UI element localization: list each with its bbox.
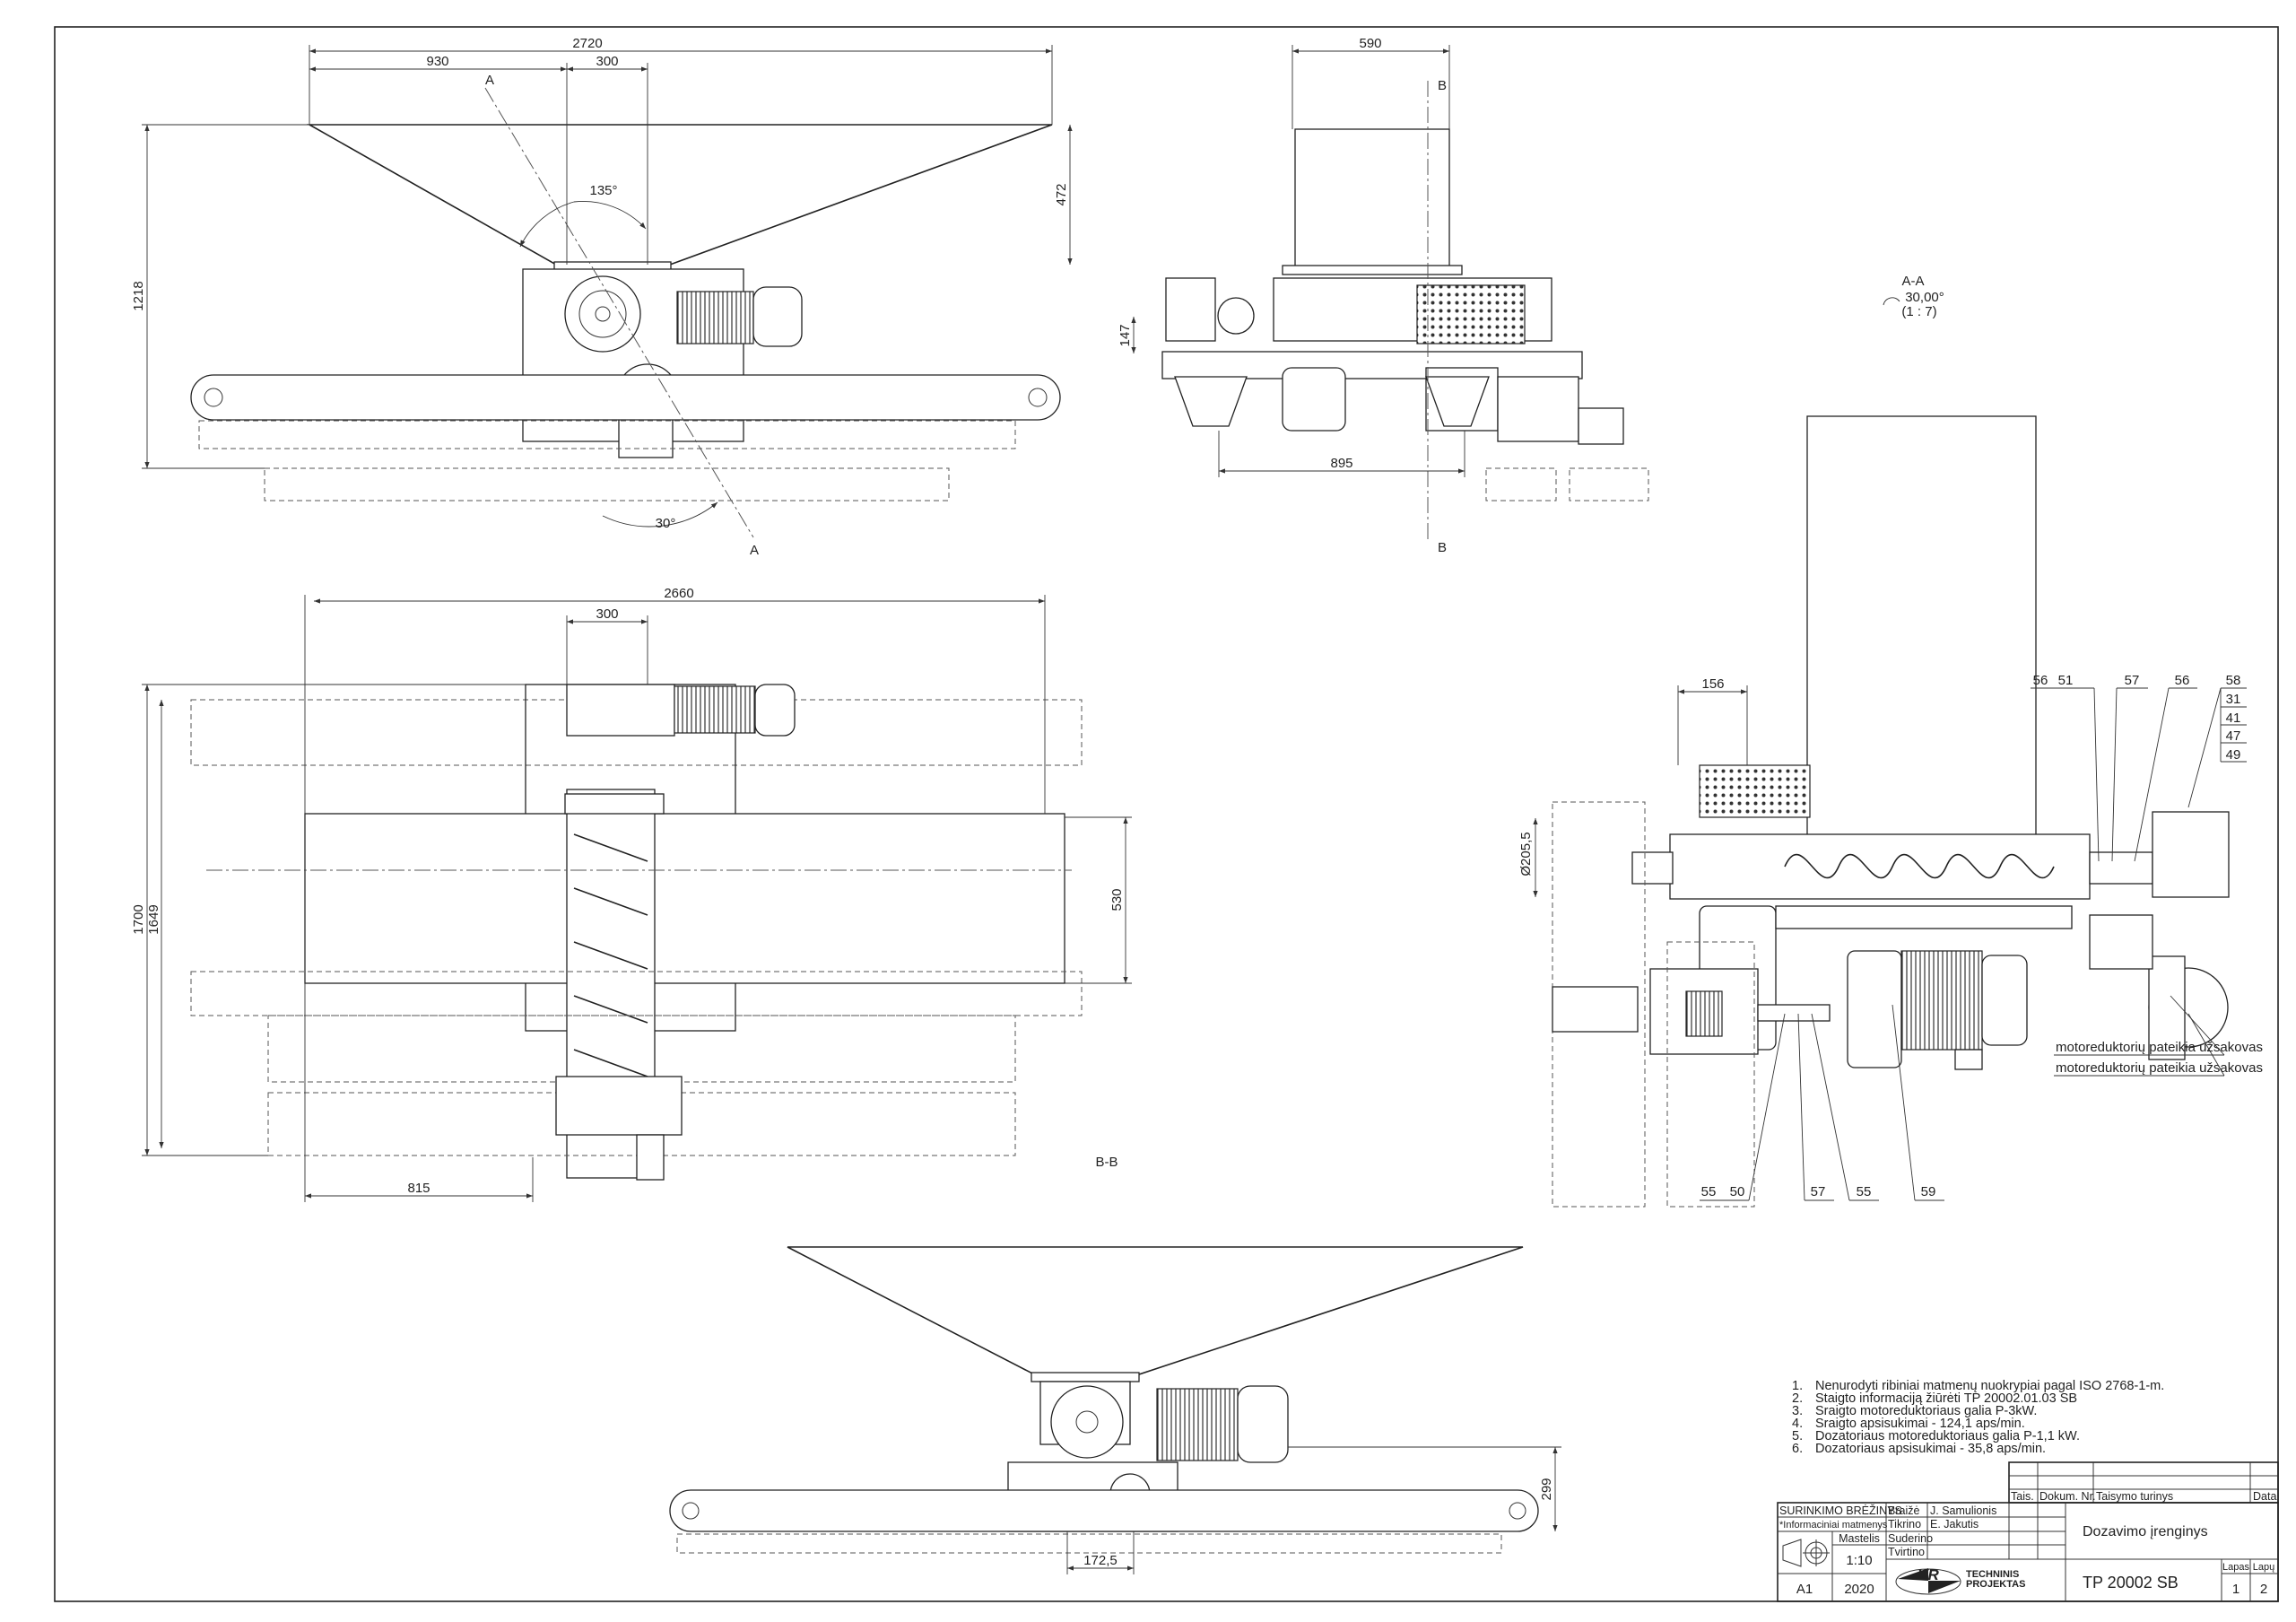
callout-57: 57 bbox=[2125, 673, 2140, 688]
dim-hopper-width: 590 bbox=[1359, 36, 1381, 51]
note-motor-supplied-by-customer: motoreduktorių pateikia užsakovas bbox=[2056, 1060, 2263, 1076]
person-checked: E. Jakutis bbox=[1930, 1518, 1979, 1530]
dim-box-depth: 530 bbox=[1109, 888, 1125, 911]
role-agreed: Suderino bbox=[1888, 1532, 1933, 1545]
callout-56: 56 bbox=[2175, 673, 2190, 688]
drawing-frame bbox=[54, 26, 2279, 1602]
note-number: 6. bbox=[1792, 1442, 1803, 1456]
dim-overall-length: 2660 bbox=[664, 586, 693, 601]
section-mark-b-bottom: B bbox=[1438, 540, 1447, 555]
role-drawn: Braižė bbox=[1888, 1504, 1919, 1517]
dim-height: 299 bbox=[1539, 1478, 1554, 1500]
callout-55: 55 bbox=[1701, 1184, 1717, 1199]
info-note: *Informaciniai matmenys bbox=[1779, 1520, 1888, 1530]
plan-view-bb: 2660 300 530 1700 1649 815 B-B bbox=[131, 586, 1132, 1202]
person-drawn: J. Samulionis bbox=[1930, 1504, 1996, 1517]
note-text: Sraigto apsisukimai - 124,1 aps/min. bbox=[1815, 1417, 2025, 1431]
callout-47: 47 bbox=[2226, 728, 2241, 744]
sheet-format: A1 bbox=[1796, 1582, 1813, 1597]
role-checked: Tikrino bbox=[1888, 1518, 1921, 1530]
callout-56: 56 bbox=[2033, 673, 2048, 688]
dim-shaft-height: 147 bbox=[1118, 324, 1133, 346]
section-aa-scale: (1 : 7) bbox=[1901, 304, 1936, 319]
callout-59: 59 bbox=[1921, 1184, 1936, 1199]
document-number: TP 20002 SB bbox=[2083, 1574, 2179, 1591]
projection-symbol-icon bbox=[1782, 1539, 1830, 1567]
dim-box-width: 156 bbox=[1701, 676, 1724, 692]
dim-overall-width: 2720 bbox=[572, 36, 602, 51]
angle-hopper: 135° bbox=[589, 183, 617, 198]
sheet-label: Lapas bbox=[2222, 1562, 2249, 1573]
callout-51: 51 bbox=[2058, 673, 2074, 688]
callout-55: 55 bbox=[1857, 1184, 1872, 1199]
section-aa-view: A-A 30,00° (1 : 7) 156 Ø205,5 bbox=[1518, 274, 2263, 1208]
note-text: Staigto informaciją žiūrėti TP 20002.01.… bbox=[1815, 1391, 2077, 1406]
callout-49: 49 bbox=[2226, 747, 2241, 763]
rev-header-dokum: Dokum. Nr. bbox=[2039, 1490, 2096, 1503]
company-name-line2: PROJEKTAS bbox=[1966, 1579, 2025, 1590]
section-mark-a-top: A bbox=[485, 73, 494, 88]
callout-31: 31 bbox=[2226, 692, 2241, 707]
front-view: 2720 930 300 472 1218 135° 30° A A bbox=[131, 36, 1073, 558]
note-number: 4. bbox=[1792, 1417, 1803, 1431]
bottom-front-view: 299 172,5 bbox=[669, 1246, 1561, 1574]
rev-header-data: Data bbox=[2253, 1490, 2276, 1503]
dim-inner-depth: 1649 bbox=[146, 904, 161, 934]
rev-header-turinys: Taisymo turinys bbox=[2096, 1490, 2173, 1503]
company-name-line1: TECHNINIS bbox=[1966, 1569, 2019, 1580]
logo-monogram: VR bbox=[1918, 1566, 1939, 1583]
note-text: Dozatoriaus motoreduktoriaus galia P-1,1… bbox=[1815, 1429, 2080, 1443]
drawing-title: Dozavimo įrenginys bbox=[2083, 1524, 2208, 1539]
note-number: 5. bbox=[1792, 1429, 1803, 1443]
scale-label: Mastelis bbox=[1839, 1532, 1880, 1545]
angle-section: 30° bbox=[656, 516, 676, 531]
general-notes: 1. Nenurodyti ribiniai matmenų nuokrypia… bbox=[1792, 1379, 2164, 1456]
company-logo: VR TECHNINIS PROJEKTAS bbox=[1895, 1566, 2025, 1595]
dim-leg-spacing: 895 bbox=[1330, 456, 1352, 471]
year: 2020 bbox=[1844, 1582, 1874, 1597]
callout-57: 57 bbox=[1811, 1184, 1826, 1199]
sheet-number: 1 bbox=[2232, 1582, 2239, 1597]
note-text: Sraigto motoreduktoriaus galia P-3kW. bbox=[1815, 1404, 2037, 1418]
callout-58: 58 bbox=[2226, 673, 2241, 688]
section-mark-b-top: B bbox=[1438, 78, 1447, 93]
dim-inlet-width: 300 bbox=[596, 54, 618, 69]
note-number: 2. bbox=[1792, 1391, 1803, 1406]
drawing-type: SURINKIMO BRĖŽINYS bbox=[1779, 1504, 1902, 1517]
plan-view-title: B-B bbox=[1095, 1155, 1118, 1170]
rev-header-tais: Tais. bbox=[2011, 1490, 2034, 1503]
dim-hopper-height: 472 bbox=[1054, 183, 1069, 205]
title-block: Tais. Dokum. Nr. Taisymo turinys Data SU… bbox=[1777, 1461, 2279, 1602]
section-mark-a-bottom: A bbox=[750, 543, 759, 558]
dim-overall-depth: 1700 bbox=[131, 904, 146, 934]
callout-41: 41 bbox=[2226, 711, 2241, 726]
sheets-label: Lapų bbox=[2253, 1562, 2274, 1573]
dim-screw-diameter: Ø205,5 bbox=[1518, 832, 1534, 876]
note-motor-supplied-by-customer: motoreduktorių pateikia užsakovas bbox=[2056, 1040, 2263, 1055]
scale-value: 1:10 bbox=[1846, 1553, 1872, 1568]
dim-screw-width: 300 bbox=[596, 606, 618, 622]
side-view: 590 147 895 B B bbox=[1118, 36, 1649, 555]
dim-offset: 172,5 bbox=[1083, 1553, 1118, 1568]
section-aa-title: A-A bbox=[1901, 274, 1924, 289]
dim-left-offset: 930 bbox=[426, 54, 448, 69]
section-aa-rotation: 30,00° bbox=[1905, 290, 1944, 305]
note-number: 3. bbox=[1792, 1404, 1803, 1418]
sheet-count: 2 bbox=[2260, 1582, 2267, 1597]
note-text: Nenurodyti ribiniai matmenų nuokrypiai p… bbox=[1815, 1379, 2164, 1393]
callout-50: 50 bbox=[1730, 1184, 1745, 1199]
role-approved: Tvirtino bbox=[1888, 1546, 1925, 1558]
note-number: 1. bbox=[1792, 1379, 1803, 1393]
dim-overall-height: 1218 bbox=[131, 281, 146, 310]
note-text: Dozatoriaus apsisukimai - 35,8 aps/min. bbox=[1815, 1442, 2046, 1456]
dim-offset: 815 bbox=[407, 1181, 430, 1196]
